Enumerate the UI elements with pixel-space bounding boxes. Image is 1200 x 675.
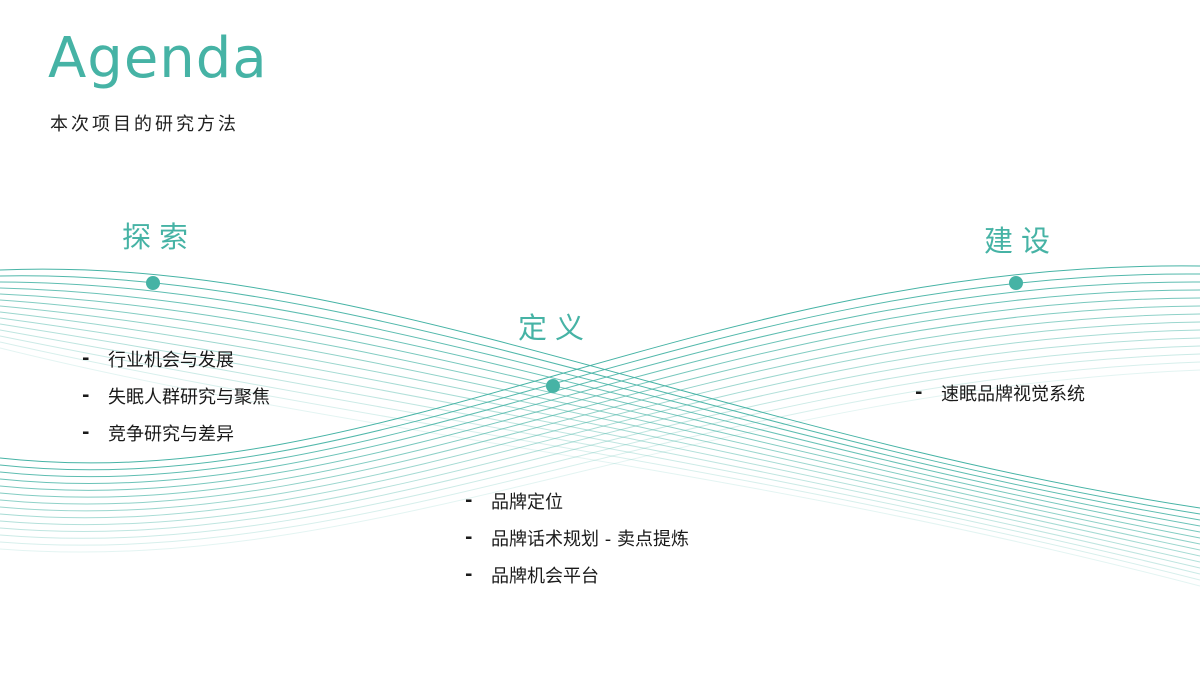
wave-line <box>0 353 1200 539</box>
wave-line <box>0 287 1200 527</box>
phase-dot-explore <box>146 276 160 290</box>
list-item-text: 品牌定位 <box>491 491 563 513</box>
wave-line <box>0 341 1200 581</box>
wave-set-descending <box>0 268 1200 587</box>
bullet-dash: - <box>82 385 90 406</box>
bullet-dash: - <box>465 564 473 585</box>
phase-list-define: -品牌定位 -品牌话术规划 - 卖点提炼 -品牌机会平台 <box>465 482 689 593</box>
list-item: -竞争研究与差异 <box>82 414 270 451</box>
wave-line <box>0 317 1200 557</box>
wave-line <box>0 323 1200 563</box>
list-item-text: 速眠品牌视觉系统 <box>941 383 1085 405</box>
phase-list-explore: -行业机会与发展 -失眠人群研究与聚焦 -竞争研究与差异 <box>82 340 270 451</box>
wave-line <box>0 297 1200 491</box>
bullet-dash: - <box>465 490 473 511</box>
list-item: -品牌机会平台 <box>465 556 689 593</box>
list-item-text: 品牌话术规划 - 卖点提炼 <box>491 528 689 550</box>
wave-line <box>0 305 1200 545</box>
wave-line <box>0 265 1200 464</box>
list-item: -行业机会与发展 <box>82 340 270 377</box>
list-item-text: 行业机会与发展 <box>108 349 234 371</box>
wave-line <box>0 361 1200 546</box>
wave-line <box>0 299 1200 539</box>
wave-line <box>0 311 1200 551</box>
phase-dot-build <box>1009 276 1023 290</box>
page-title: Agenda <box>48 26 268 91</box>
phase-label-explore: 探索 <box>122 220 197 254</box>
wave-line <box>0 305 1200 498</box>
list-item-text: 失眠人群研究与聚焦 <box>108 386 270 408</box>
list-item-text: 竞争研究与差异 <box>108 423 234 445</box>
phase-dot-define <box>546 379 560 393</box>
bullet-dash: - <box>82 348 90 369</box>
bullet-dash: - <box>915 382 923 403</box>
list-item: -失眠人群研究与聚焦 <box>82 377 270 414</box>
wave-line <box>0 275 1200 515</box>
wave-line <box>0 281 1200 521</box>
wave-line <box>0 337 1200 526</box>
wave-line <box>0 289 1200 484</box>
wave-line <box>0 268 1200 509</box>
wave-line <box>0 321 1200 512</box>
wave-line <box>0 345 1200 532</box>
list-item: -品牌话术规划 - 卖点提炼 <box>465 519 689 556</box>
page-subtitle: 本次项目的研究方法 <box>50 114 239 135</box>
wave-line <box>0 335 1200 575</box>
bullet-dash: - <box>82 422 90 443</box>
phase-label-define: 定义 <box>518 311 593 345</box>
list-item: -品牌定位 <box>465 482 689 519</box>
wave-line <box>0 329 1200 519</box>
list-item-text: 品牌机会平台 <box>491 565 599 587</box>
bullet-dash: - <box>465 527 473 548</box>
wave-line <box>0 347 1200 587</box>
wave-line <box>0 313 1200 505</box>
phase-label-build: 建设 <box>984 224 1059 258</box>
wave-line <box>0 369 1200 553</box>
phase-list-build: -速眠品牌视觉系统 <box>915 374 1085 411</box>
list-item: -速眠品牌视觉系统 <box>915 374 1085 411</box>
